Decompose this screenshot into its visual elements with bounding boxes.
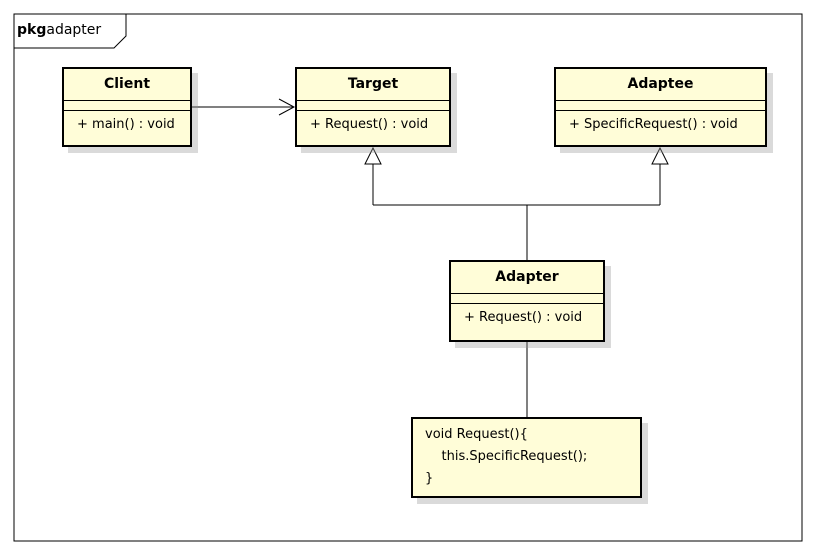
class-attributes-compartment: [451, 294, 603, 304]
package-label: pkgadapter: [17, 22, 101, 38]
note-line: }: [425, 471, 434, 486]
association-arrowhead: [278, 98, 296, 116]
class-name: Adaptee: [556, 69, 765, 101]
note-line: void Request(){: [425, 427, 528, 442]
package-tab: [14, 14, 127, 49]
package-frame: [13, 13, 803, 542]
class-operation: + Request() : void: [464, 310, 583, 325]
class-name: Target: [297, 69, 449, 101]
class-attributes-compartment: [556, 101, 765, 111]
class-operation: + Request() : void: [310, 117, 429, 132]
class-target[interactable]: Target + Request() : void: [295, 67, 451, 147]
class-client[interactable]: Client + main() : void: [62, 67, 192, 147]
class-attributes-compartment: [297, 101, 449, 111]
package-name: adapter: [46, 22, 102, 38]
generalization-triangle-adaptee: [651, 146, 669, 165]
class-attributes-compartment: [64, 101, 190, 111]
class-operation: + main() : void: [77, 117, 175, 132]
note-line: this.SpecificRequest();: [425, 449, 588, 464]
class-operation: + SpecificRequest() : void: [569, 117, 738, 132]
generalization-triangle-target: [364, 146, 382, 165]
package-keyword: pkg: [17, 22, 47, 38]
class-name: Client: [64, 69, 190, 101]
code-note[interactable]: void Request(){ this.SpecificRequest(); …: [411, 417, 642, 498]
class-adapter[interactable]: Adapter + Request() : void: [449, 260, 605, 342]
class-name: Adapter: [451, 262, 603, 294]
class-adaptee[interactable]: Adaptee + SpecificRequest() : void: [554, 67, 767, 147]
